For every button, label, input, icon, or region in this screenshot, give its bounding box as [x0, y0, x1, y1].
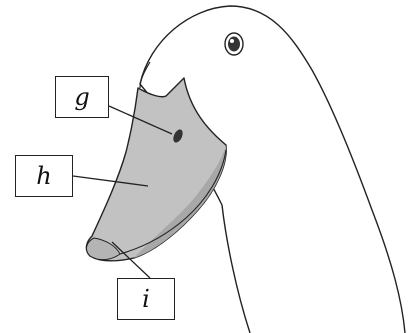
nostril: [173, 129, 183, 143]
label-g: g: [55, 76, 109, 118]
eye: [224, 32, 244, 56]
pointer-line-g: [108, 105, 173, 135]
bill-tip: [86, 237, 121, 261]
mouth-line: [119, 149, 227, 255]
label-h: h: [15, 155, 73, 197]
pointer-line-h: [72, 175, 149, 187]
label-h-text: h: [36, 162, 52, 190]
duck-head-outline: [139, 5, 406, 333]
pointer-line-i: [111, 241, 151, 279]
label-i: i: [117, 278, 175, 320]
label-i-text: i: [142, 285, 150, 313]
bill: [85, 77, 227, 262]
head-crease-line: [139, 61, 151, 89]
label-g-text: g: [74, 83, 90, 111]
